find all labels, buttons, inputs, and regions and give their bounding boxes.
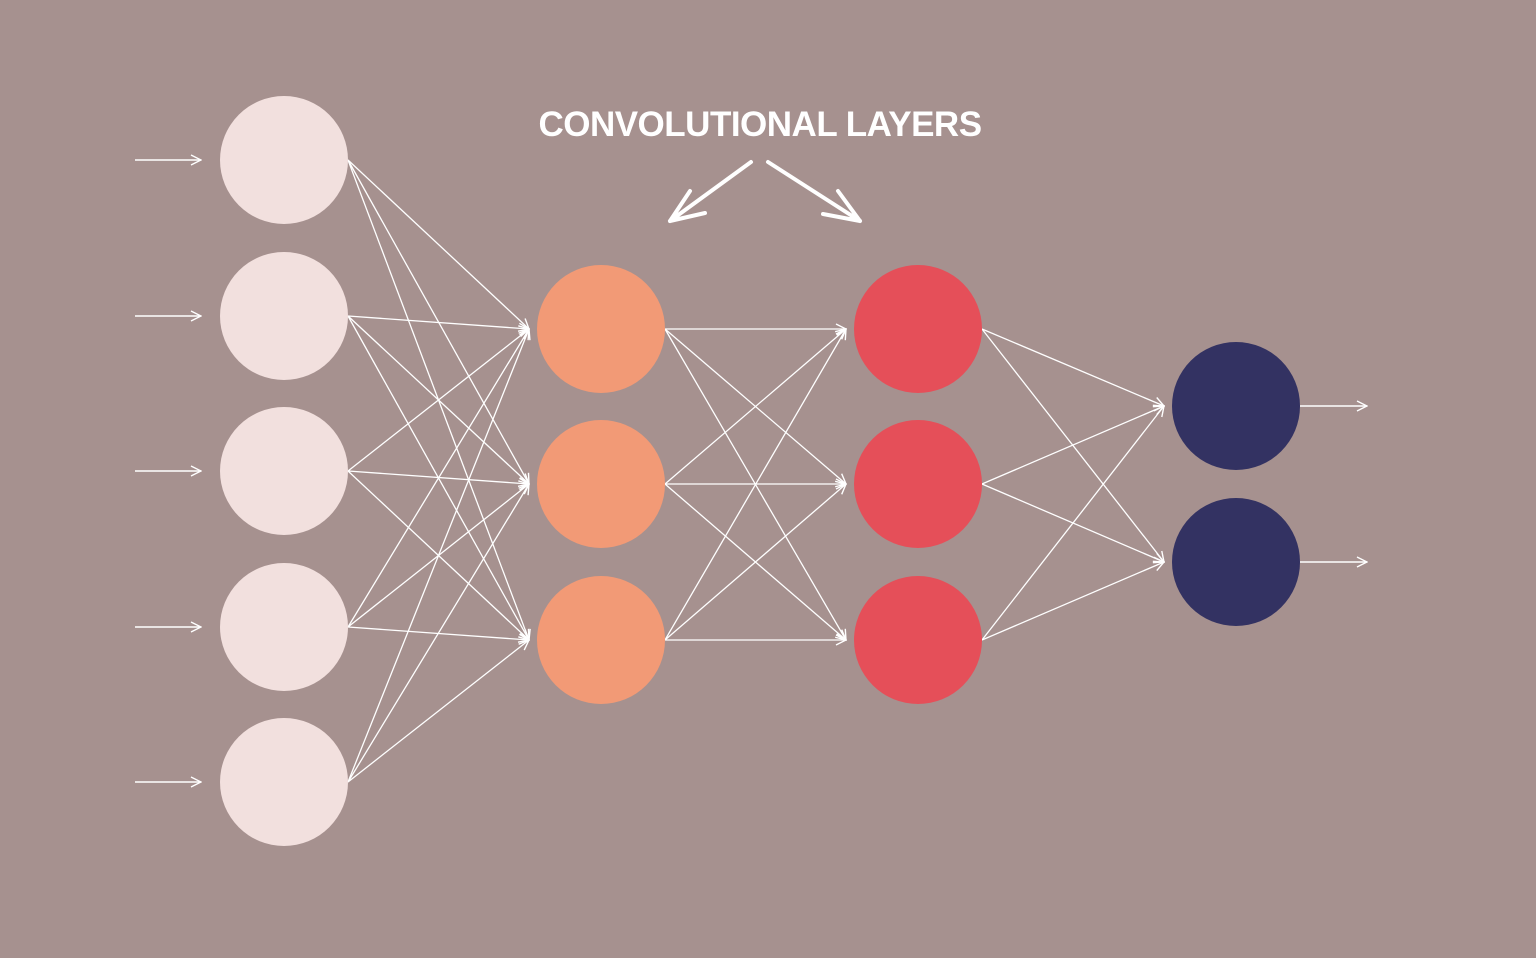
conv1-node xyxy=(537,265,665,393)
input-node xyxy=(220,96,348,224)
connections-group xyxy=(347,159,1164,783)
connection-arrow xyxy=(664,329,846,641)
connection-arrow xyxy=(981,562,1164,641)
output-node xyxy=(1172,342,1300,470)
output-node xyxy=(1172,498,1300,626)
diagram-title: CONVOLUTIONAL LAYERS xyxy=(538,105,981,144)
conv2-node xyxy=(854,576,982,704)
input-node xyxy=(220,252,348,380)
connection-arrow xyxy=(347,329,529,783)
title-arrow-right xyxy=(766,160,862,223)
connection-arrow xyxy=(664,329,846,485)
conv1-node xyxy=(537,420,665,548)
connection-arrow xyxy=(347,484,529,783)
conv1-node xyxy=(537,576,665,704)
conv2-node xyxy=(854,265,982,393)
connection-arrow xyxy=(981,328,1164,406)
title-arrow-left xyxy=(668,160,753,223)
input-node xyxy=(220,407,348,535)
connection-arrow xyxy=(981,406,1164,485)
input-node xyxy=(220,718,348,846)
connection-arrow xyxy=(347,315,529,329)
connection-arrow xyxy=(347,329,529,472)
connection-arrow xyxy=(347,640,529,783)
conv2-node xyxy=(854,420,982,548)
input-node xyxy=(220,563,348,691)
connection-arrow xyxy=(981,406,1164,641)
connection-arrow xyxy=(347,329,529,628)
title-pointer-arrows xyxy=(668,160,862,223)
connection-arrow xyxy=(664,484,846,641)
io-arrows-group xyxy=(135,160,1367,782)
connection-arrow xyxy=(347,159,529,329)
nodes-group xyxy=(220,96,1300,846)
